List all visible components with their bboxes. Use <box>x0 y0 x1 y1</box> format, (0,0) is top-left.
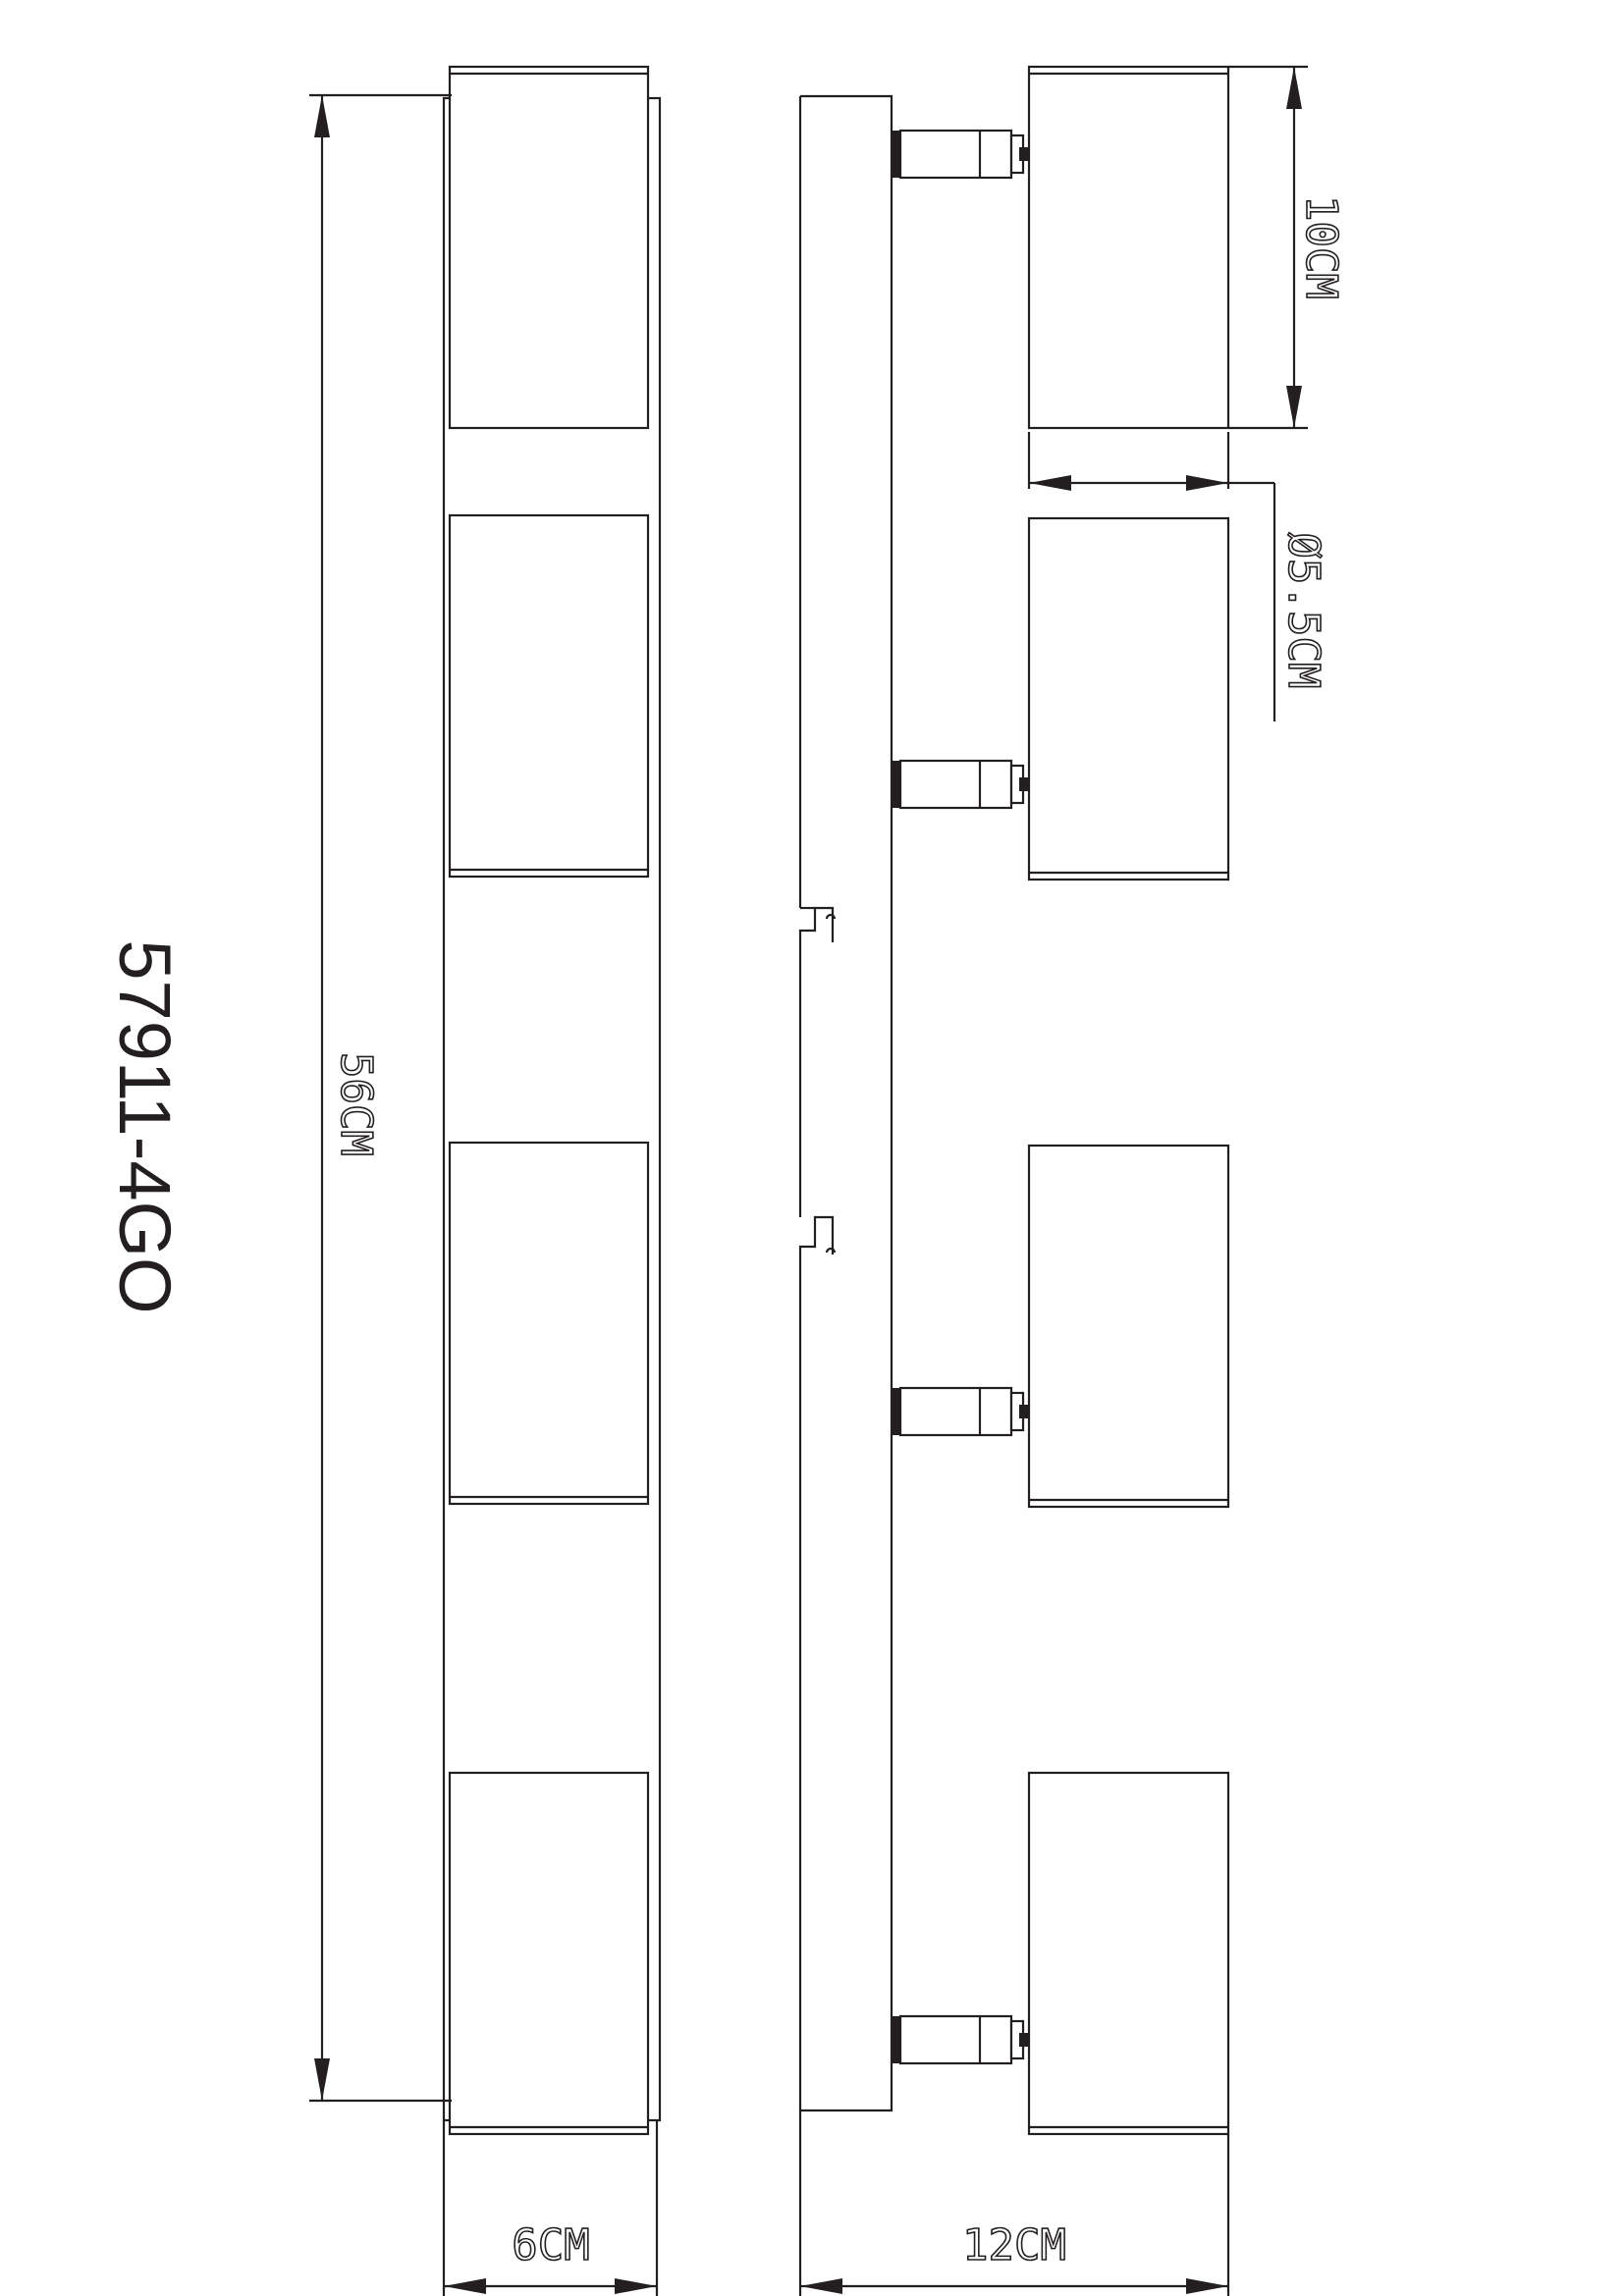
head-height-dimension: 10CM <box>1228 65 1347 430</box>
width-dimension: 6CM <box>442 2120 659 2296</box>
head-height-dimension-label: 10CM <box>1296 195 1346 299</box>
side-view-spotlight <box>892 1771 1230 2136</box>
front-view-head <box>448 1141 650 1506</box>
side-view-spotlight <box>892 516 1230 881</box>
front-view-head <box>448 513 650 879</box>
width-dimension-label: 6CM <box>512 2220 589 2270</box>
head-diameter-dimension: Ø5.5CM <box>1027 432 1329 721</box>
depth-dimension-label: 12CM <box>962 2220 1066 2270</box>
model-number: 57911-4GO <box>104 939 186 1313</box>
side-view-backplate <box>798 94 893 2112</box>
head-diameter-dimension-label: Ø5.5CM <box>1278 533 1328 689</box>
length-dimension-label: 56CM <box>331 1052 381 1156</box>
front-view-head <box>448 65 650 430</box>
length-dimension: 56CM <box>309 93 452 2103</box>
side-view-spotlight <box>892 65 1230 430</box>
depth-dimension: 12CM <box>798 2110 1230 2296</box>
front-view-head <box>448 1771 650 2136</box>
side-view <box>798 65 1230 2136</box>
front-view <box>442 65 662 2136</box>
side-view-spotlight <box>892 1144 1230 1509</box>
